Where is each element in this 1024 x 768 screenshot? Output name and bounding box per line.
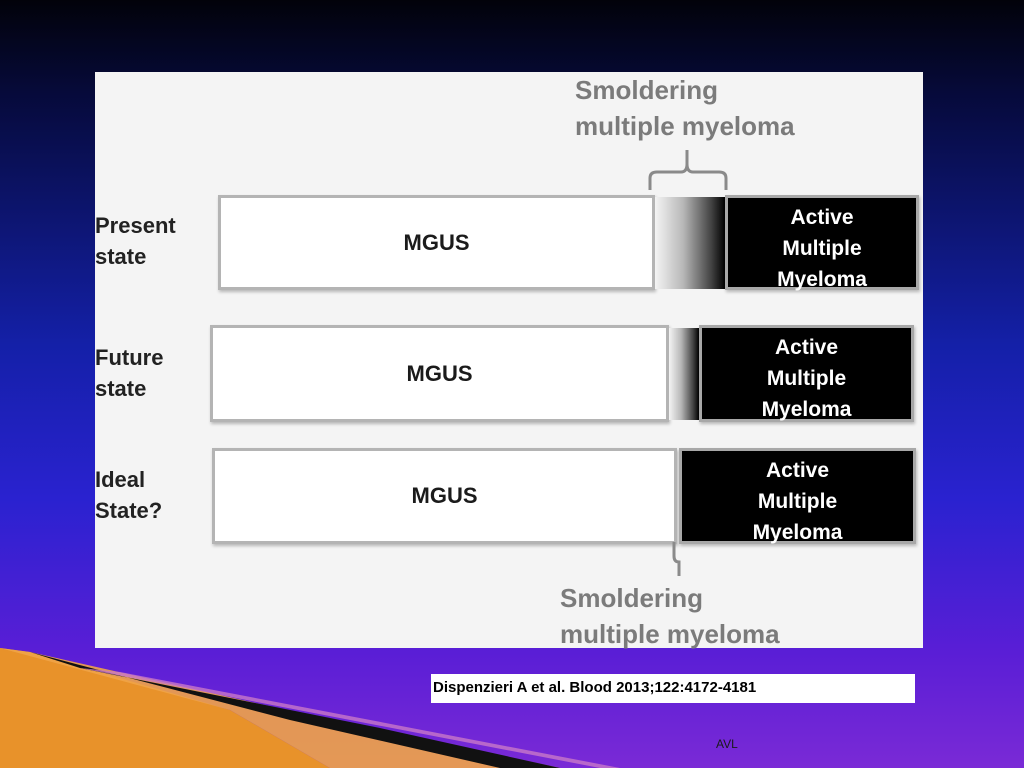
mgus-box-future: MGUS — [210, 325, 669, 422]
active-myeloma-box-ideal: Active Multiple Myeloma — [679, 448, 916, 544]
mgus-box-present: MGUS — [218, 195, 655, 290]
row-label-present: Present state — [95, 213, 176, 269]
row-label-future: Future state — [95, 345, 164, 401]
row-label-ideal: Ideal State? — [95, 467, 163, 523]
mgus-box-ideal: MGUS — [212, 448, 677, 544]
diagram-panel: Smoldering multiple myeloma Present stat… — [95, 72, 923, 649]
top-brace — [648, 150, 728, 190]
smoldering-label-top: Smoldering multiple myeloma — [575, 75, 795, 141]
smoldering-gradient-present — [655, 197, 725, 289]
bottom-connector — [672, 542, 681, 576]
smoldering-gradient-future — [669, 328, 699, 420]
active-myeloma-box-future: Active Multiple Myeloma — [699, 325, 914, 422]
smoldering-label-bottom: Smoldering multiple myeloma — [560, 583, 780, 649]
citation: Dispenzieri A et al. Blood 2013;122:4172… — [431, 674, 915, 703]
footer-text: AVL — [716, 737, 738, 751]
active-myeloma-box-present: Active Multiple Myeloma — [725, 195, 919, 291]
